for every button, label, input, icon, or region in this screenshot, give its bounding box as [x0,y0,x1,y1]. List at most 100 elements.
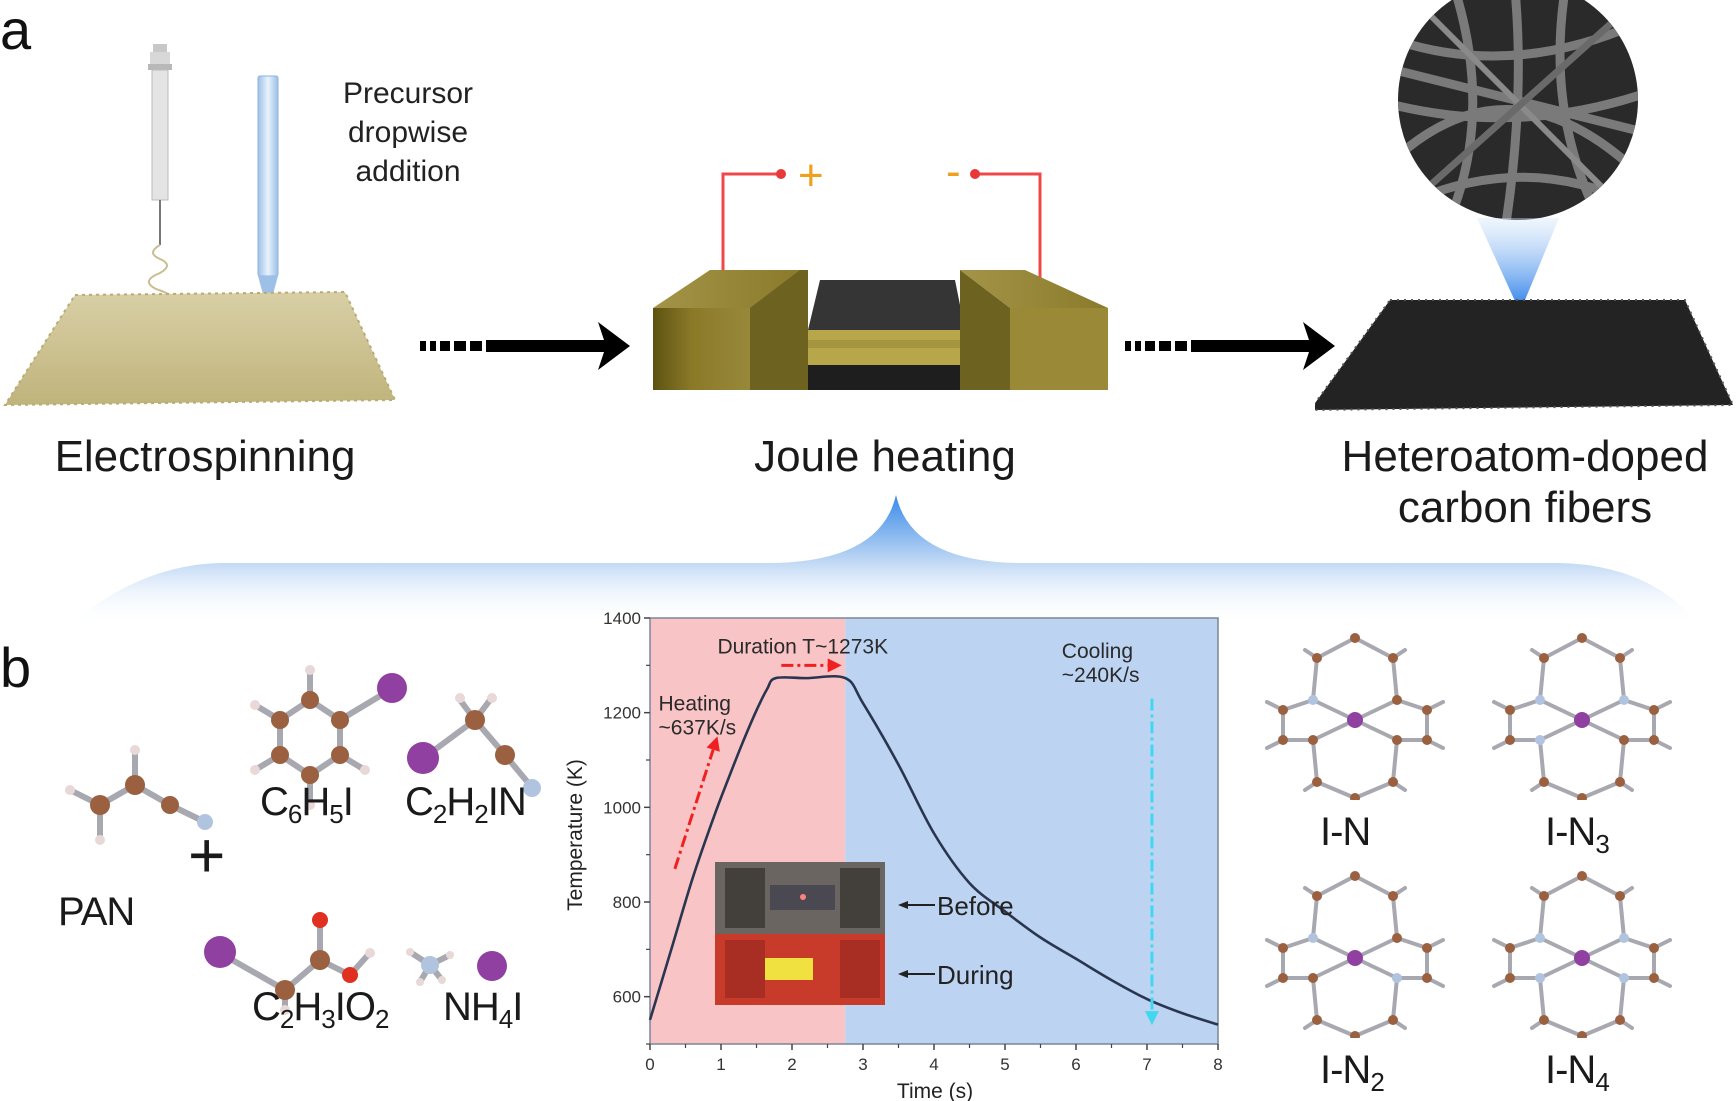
formula-c2h2in: C2H2IN [405,780,527,830]
formula-text: IO [334,985,376,1029]
step-label-line: Heteroatom-doped [1341,432,1709,481]
inset-label-during: During [898,960,1014,990]
bond [1618,976,1626,1022]
bond [1538,976,1546,1022]
precursor-note-line: Precursor [342,77,474,110]
formula-text: C [260,780,289,824]
carbon-atom [1649,973,1659,983]
precursor-molecules [65,665,541,1015]
carbon-fiber-mat [1315,300,1733,410]
panel-b-label: b [0,636,32,699]
formula-c6h5i: C6H5I [260,780,354,830]
formula-subscript: 2 [374,1004,390,1034]
carbon-atom [1505,973,1515,983]
bond [1311,894,1319,940]
x-tick-label: 5 [1000,1055,1009,1074]
formula-text: H [446,780,475,824]
positive-terminal-label: + [798,160,824,200]
carbon-atom [1392,695,1402,705]
structure-label-subscript: 2 [1370,1067,1385,1097]
carbon-atom [1577,793,1587,800]
formula-text: IN [487,780,527,824]
carbon-atom [1615,891,1625,901]
carbon-atom [1615,653,1625,663]
bond [1618,738,1626,784]
wire-negative [970,169,1042,285]
x-tick-label: 0 [645,1055,654,1074]
precursor-note-line: dropwise [347,116,469,149]
x-tick-label: 2 [787,1055,796,1074]
structure-label-text: I-N [1320,1048,1371,1092]
structure-i-n4 [1492,871,1672,1038]
bond [1315,780,1357,800]
wire-positive [721,169,786,295]
bond [1391,738,1399,784]
formula-text: C [252,985,281,1029]
structure-label-text: I-N [1320,810,1371,854]
temperature-line [648,674,1219,1026]
carbon-atom [1539,1015,1549,1025]
bond [1542,780,1584,800]
step-label-carbon-fibers: Heteroatom-doped carbon fibers [1320,432,1730,533]
bond [1281,936,1315,950]
bond [1580,874,1622,898]
carbon-atom [1350,793,1360,800]
x-tick-label: 4 [929,1055,938,1074]
carbon-atom [1278,705,1288,715]
annotation-line: Cooling [1062,640,1133,663]
carbon-atom [1392,735,1402,745]
cooling-rate-annotation: Cooling~240K/s [1062,640,1140,687]
structure-label-text: I-N [1545,810,1596,854]
carbon-atom [1308,735,1318,745]
heating-arrow [673,736,720,870]
carbon-atom [1388,891,1398,901]
x-tick-label: 6 [1071,1055,1080,1074]
carbon-atom [1615,1015,1625,1025]
carbon-atom [1505,735,1515,745]
bond [1395,698,1429,712]
formula-subscript: 6 [287,799,303,829]
nitrogen-atom [1535,973,1545,983]
arrow-head-icon [1144,1011,1159,1026]
bond [1542,1018,1584,1038]
formula-pan: PAN [58,890,135,935]
bond [1618,894,1626,940]
bond [1580,780,1622,800]
carbon-atom [1505,705,1515,715]
carbon-atom [1649,735,1659,745]
cooling-arrow [1144,698,1159,1026]
structure-label-subscript: 4 [1595,1067,1610,1097]
carbon-atom [1422,943,1432,953]
structure-i-n3 [1492,633,1672,800]
carbon-atom [1422,973,1432,983]
formula-text: H [293,985,322,1029]
structure-label-text: I-N [1545,1048,1596,1092]
carbon-atom [1539,777,1549,787]
formula-text: H [301,780,330,824]
carbon-atom [1312,1015,1322,1025]
bond [1391,894,1399,940]
y-tick-label: 600 [613,988,641,1007]
bond [1281,698,1315,712]
process-arrow-icon [420,322,630,370]
formula-subscript: 2 [432,799,448,829]
bond [1353,874,1395,898]
bond [1508,936,1542,950]
carbon-atom [1350,871,1360,881]
electrospinning-illustration [3,44,397,407]
carbon-atom [1577,1031,1587,1038]
annotation-line: Heating [659,692,731,715]
carbon-atom [1278,943,1288,953]
carbon-atom [1312,777,1322,787]
formula-text: I [342,780,354,824]
iodine-atom [1574,950,1590,966]
carbon-atom [1388,653,1398,663]
carbon-atom [1649,943,1659,953]
x-tick-label: 1 [716,1055,725,1074]
iodine-atom [1347,950,1363,966]
precursor-note: Precursor dropwise addition [318,74,498,191]
x-tick-label: 3 [858,1055,867,1074]
x-tick-label: 8 [1213,1055,1222,1074]
nitrogen-atom [1619,933,1629,943]
